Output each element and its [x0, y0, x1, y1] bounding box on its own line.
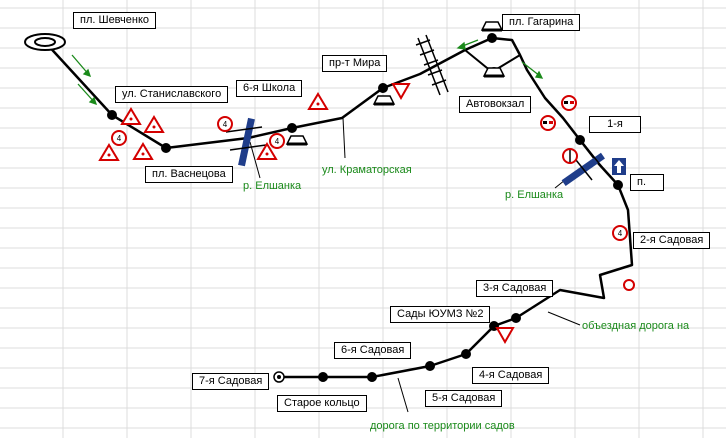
children-warning-icon: [98, 143, 120, 161]
stop-label-staroe-koltso: Старое кольцо: [277, 395, 367, 412]
stop-label-sadovaya6: 6-я Садовая: [334, 342, 412, 359]
stop-dot: [461, 349, 471, 359]
stop-label-sady-yuumz2: Сады ЮУМЗ №2: [390, 306, 491, 323]
weight-limit-signs: 4 4 4 4: [111, 116, 628, 241]
svg-text:4: 4: [618, 229, 623, 238]
stop-label-sadovaya3: 3-я Садовая: [476, 280, 554, 297]
children-mark: [107, 102, 320, 157]
stop-label-p: п.: [630, 174, 664, 191]
stop-label-vasnetsova: пл. Васнецова: [145, 166, 233, 183]
stop-dot: [367, 372, 377, 382]
stop-label-avtovokzal: Автовокзал: [459, 96, 532, 113]
yield-signs: [391, 83, 515, 345]
road-label-obezdnaya: объездная дорога на: [582, 320, 690, 332]
road-label-sady: дорога по территории садов: [370, 420, 515, 432]
stop-label-shkola6: 6-я Школа: [236, 80, 303, 97]
ring-terminal-icon: [273, 371, 285, 383]
one-way-icon: [612, 158, 626, 175]
weight-limit-icon: 4: [269, 133, 285, 149]
stop-dot: [425, 361, 435, 371]
stop-dot: [287, 123, 297, 133]
children-warning-icon: [120, 107, 142, 125]
stop-label-gagarina: пл. Гагарина: [502, 14, 581, 31]
no-overtaking-icon: [561, 95, 577, 111]
stop-label-stanislavskogo: ул. Станиславского: [115, 86, 229, 103]
children-warning-icon: [143, 115, 165, 133]
children-warning-signs: [98, 92, 329, 161]
stop-dot: [378, 83, 388, 93]
no-overtaking-icon: [540, 115, 556, 131]
street-label-kramatorskaya: ул. Краматорская: [322, 164, 412, 176]
weight-limit-icon: 4: [612, 225, 628, 241]
stop-label-sadovaya4: 4-я Садовая: [472, 367, 550, 384]
stop-label-shevchenko: пл. Шевченко: [73, 12, 157, 29]
stop-dot: [613, 180, 623, 190]
yield-icon: [391, 83, 411, 101]
river-label: р. Елшанка: [243, 180, 302, 192]
children-warning-icon: [256, 142, 278, 160]
stop-dot: [318, 372, 328, 382]
stop-label-first: 1-я: [589, 116, 641, 133]
connector-line: [397, 377, 409, 413]
connector-line: [342, 117, 346, 159]
stop-dot: [511, 313, 521, 323]
no-stopping-icon: [562, 148, 578, 164]
shelter-icon: [285, 21, 506, 146]
river-label: р. Елшанка: [505, 189, 564, 201]
stop-label-sadovaya7: 7-я Садовая: [192, 373, 270, 390]
weight-limit-icon: 4: [111, 130, 127, 146]
connector-line: [249, 141, 261, 179]
svg-text:4: 4: [275, 137, 280, 146]
direction-arrows: [71, 39, 544, 106]
ring-terminal-icon: [24, 33, 66, 51]
yield-icon: [495, 327, 515, 345]
railway-crossing-icon: [415, 34, 449, 96]
children-warning-icon: [132, 142, 154, 160]
bridge-icon: [225, 117, 267, 167]
svg-text:4: 4: [223, 120, 228, 129]
weight-limit-icon: 4: [217, 116, 233, 132]
stop-dot: [107, 110, 117, 120]
arrow-icon: [521, 61, 541, 77]
stop-label-sadovaya2: 2-я Садовая: [633, 232, 711, 249]
stop-dot: [487, 33, 497, 43]
no-overtaking-signs: [540, 95, 635, 291]
stop-label-sadovaya5: 5-я Садовая: [425, 390, 503, 407]
stop-dot: [161, 143, 171, 153]
connector-line: [547, 311, 581, 326]
no-stopping-icon: [623, 279, 635, 291]
svg-text:4: 4: [117, 134, 122, 143]
stop-label-pr-mira: пр-т Мира: [322, 55, 388, 72]
children-warning-icon: [307, 92, 329, 110]
